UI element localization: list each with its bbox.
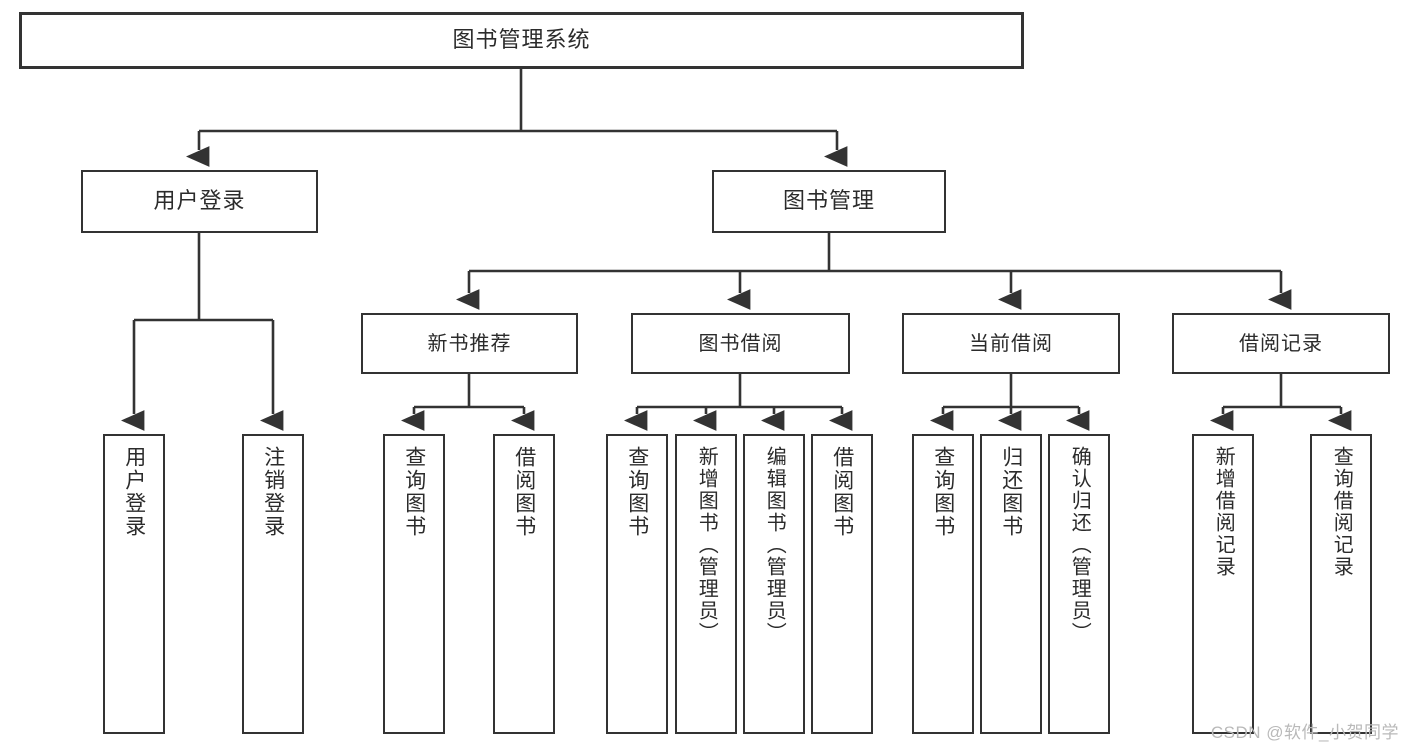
node-borrow-record[interactable]: 借阅记录 bbox=[1172, 313, 1390, 374]
node-new-book-rec-label: 新书推荐 bbox=[427, 332, 512, 355]
node-current-borrow[interactable]: 当前借阅 bbox=[902, 313, 1120, 374]
node-leaf-user-logout-label: 注销登录 bbox=[261, 446, 285, 538]
node-leaf-edit-book[interactable]: 编辑图书（管理员） bbox=[743, 434, 805, 734]
node-leaf-query-record-label: 查询借阅记录 bbox=[1330, 446, 1353, 578]
node-leaf-borrow-book-2[interactable]: 借阅图书 bbox=[811, 434, 873, 734]
node-leaf-query-book-2[interactable]: 查询图书 bbox=[606, 434, 668, 734]
node-leaf-user-login-label: 用户登录 bbox=[122, 446, 146, 538]
node-leaf-add-record[interactable]: 新增借阅记录 bbox=[1192, 434, 1254, 734]
node-leaf-query-book-2-label: 查询图书 bbox=[625, 446, 649, 538]
node-leaf-confirm-return-label: 确认归还（管理员） bbox=[1068, 446, 1091, 644]
node-leaf-borrow-book-1-label: 借阅图书 bbox=[512, 446, 536, 538]
node-leaf-return-book-label: 归还图书 bbox=[999, 446, 1023, 538]
node-new-book-rec[interactable]: 新书推荐 bbox=[361, 313, 578, 374]
csdn-watermark: CSDN @软件_小贺同学 bbox=[1210, 723, 1399, 742]
node-borrow-record-label: 借阅记录 bbox=[1239, 332, 1323, 355]
node-leaf-borrow-book-2-label: 借阅图书 bbox=[830, 446, 854, 538]
node-leaf-query-book-3[interactable]: 查询图书 bbox=[912, 434, 974, 734]
node-leaf-return-book[interactable]: 归还图书 bbox=[980, 434, 1042, 734]
node-book-manage[interactable]: 图书管理 bbox=[712, 170, 946, 233]
node-leaf-query-book-1-label: 查询图书 bbox=[402, 446, 426, 538]
node-leaf-add-book[interactable]: 新增图书（管理员） bbox=[675, 434, 737, 734]
node-leaf-query-book-1[interactable]: 查询图书 bbox=[383, 434, 445, 734]
node-user-login-label: 用户登录 bbox=[153, 188, 246, 214]
node-leaf-user-login[interactable]: 用户登录 bbox=[103, 434, 165, 734]
node-user-login[interactable]: 用户登录 bbox=[81, 170, 318, 233]
node-leaf-query-book-3-label: 查询图书 bbox=[931, 446, 955, 538]
node-book-manage-label: 图书管理 bbox=[782, 188, 875, 214]
node-leaf-add-book-label: 新增图书（管理员） bbox=[695, 446, 718, 644]
node-leaf-query-record[interactable]: 查询借阅记录 bbox=[1310, 434, 1372, 734]
node-root-label: 图书管理系统 bbox=[452, 27, 591, 53]
node-root[interactable]: 图书管理系统 bbox=[19, 12, 1024, 69]
node-book-borrow-label: 图书借阅 bbox=[698, 332, 783, 355]
node-leaf-borrow-book-1[interactable]: 借阅图书 bbox=[493, 434, 555, 734]
node-book-borrow[interactable]: 图书借阅 bbox=[631, 313, 850, 374]
node-leaf-add-record-label: 新增借阅记录 bbox=[1212, 446, 1235, 578]
node-leaf-user-logout[interactable]: 注销登录 bbox=[242, 434, 304, 734]
node-leaf-confirm-return[interactable]: 确认归还（管理员） bbox=[1048, 434, 1110, 734]
node-leaf-edit-book-label: 编辑图书（管理员） bbox=[763, 446, 786, 644]
node-current-borrow-label: 当前借阅 bbox=[969, 332, 1053, 355]
